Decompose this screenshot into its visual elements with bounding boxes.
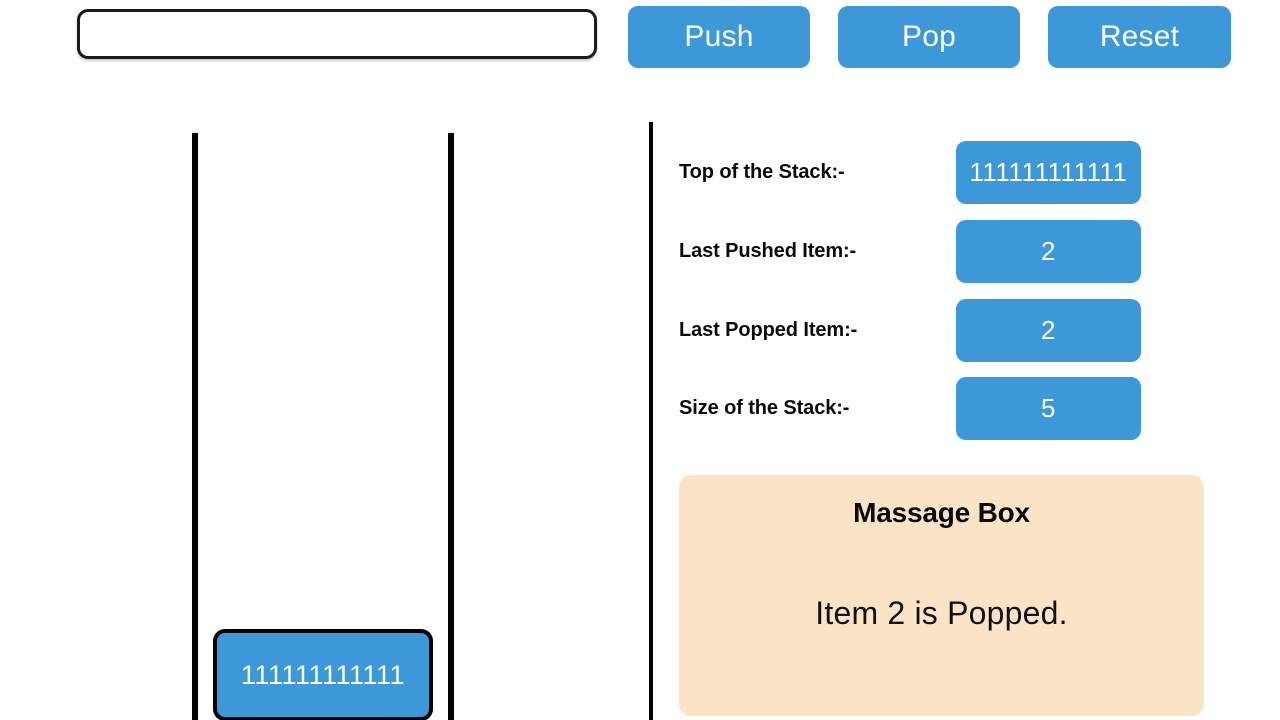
info-value-stack-size: 5 [956,376,1141,440]
info-row-last-popped: Last Popped Item:- 2 [660,294,1280,366]
info-label-top-of-stack: Top of the Stack:- [679,160,845,183]
stack-visualization-area: 111111111111 [0,100,650,720]
info-label-last-popped: Last Popped Item:- [679,318,858,341]
stack-container: 111111111111 [192,133,454,720]
reset-button[interactable]: Reset [1048,6,1231,68]
panel-divider [649,122,653,720]
message-box-title: Massage Box [853,497,1030,528]
info-row-top-of-stack: Top of the Stack:- 111111111111 [660,136,1280,208]
stack-info-panel: Top of the Stack:- 111111111111 Last Pus… [660,122,1280,720]
stack-cell: 111111111111 [213,629,433,720]
control-toolbar: Push Pop Reset [0,0,1280,82]
push-button[interactable]: Push [628,6,810,68]
info-value-top-of-stack: 111111111111 [956,140,1141,204]
pop-button[interactable]: Pop [838,6,1020,68]
message-box-text: Item 2 is Popped. [815,595,1068,631]
stack-item-input[interactable] [77,9,597,59]
info-value-last-pushed: 2 [956,219,1141,283]
info-label-stack-size: Size of the Stack:- [679,396,850,419]
info-label-last-pushed: Last Pushed Item:- [679,239,857,262]
message-box: Massage Box Item 2 is Popped. [679,475,1204,716]
info-row-last-pushed: Last Pushed Item:- 2 [660,215,1280,287]
info-value-last-popped: 2 [956,298,1141,362]
info-row-stack-size: Size of the Stack:- 5 [660,372,1280,444]
